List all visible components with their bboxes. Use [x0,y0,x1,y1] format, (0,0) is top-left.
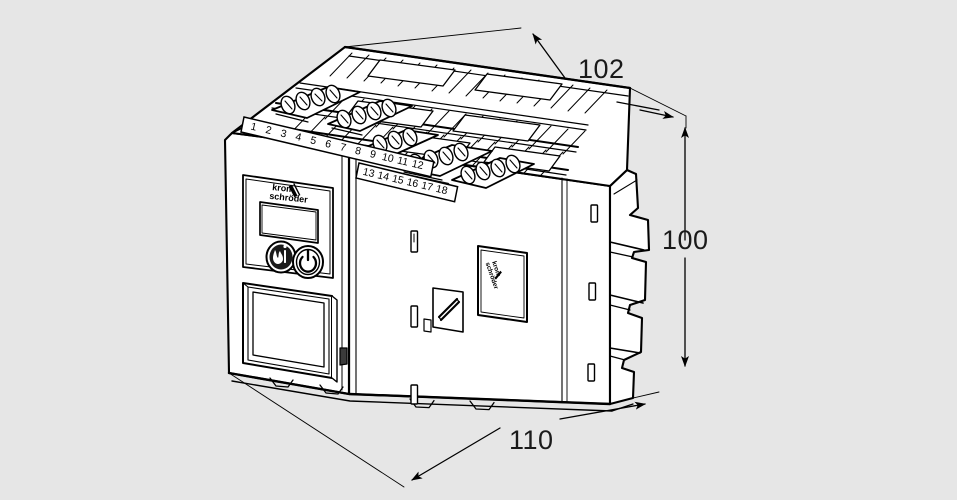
dimension-label-height: 100 [662,225,709,255]
label-plate: krom schröder [477,245,528,323]
dimension-label-depth: 102 [578,54,625,84]
terminal-number: 8 [354,145,363,158]
dim-102 [344,27,687,129]
terminal-number: 7 [339,141,348,154]
power-icon [298,249,318,273]
terminal-number: 14 [376,169,390,183]
terminal-number: 15 [391,173,405,187]
svg-text:krom: krom [490,260,502,278]
dim-110 [228,372,660,488]
dimension-label-width: 110 [509,425,554,455]
terminal-number: 12 [411,158,425,172]
dim-100 [681,127,689,367]
expansion-module-face: krom schröder [432,177,568,402]
control-module-face: krom schröder [242,174,338,383]
terminal-number: 9 [369,148,378,161]
flame-reset-icon [273,244,287,264]
latch-slots [339,204,599,405]
terminal-number: 3 [279,127,288,140]
access-door[interactable] [242,282,338,383]
reset-button[interactable] [265,240,297,274]
power-button[interactable] [292,245,324,279]
terminal-number: 17 [420,180,434,194]
terminal-number: 10 [381,151,395,165]
terminal-number: 6 [324,138,333,151]
svg-text:krom: krom [272,182,295,194]
terminal-number: 18 [435,183,449,197]
terminal-number: 13 [362,166,376,180]
terminal-number: 2 [264,124,273,137]
terminal-number: 11 [396,155,409,169]
lcd-display [259,201,319,244]
brand-logo-control-module: krom schröder [269,182,309,205]
terminal-number: 5 [309,134,318,147]
terminal-number: 4 [294,131,303,144]
terminal-number: 1 [249,121,258,134]
dimension-lines [228,27,689,488]
ventilation-slot [432,287,464,333]
terminal-number: 16 [405,176,419,190]
